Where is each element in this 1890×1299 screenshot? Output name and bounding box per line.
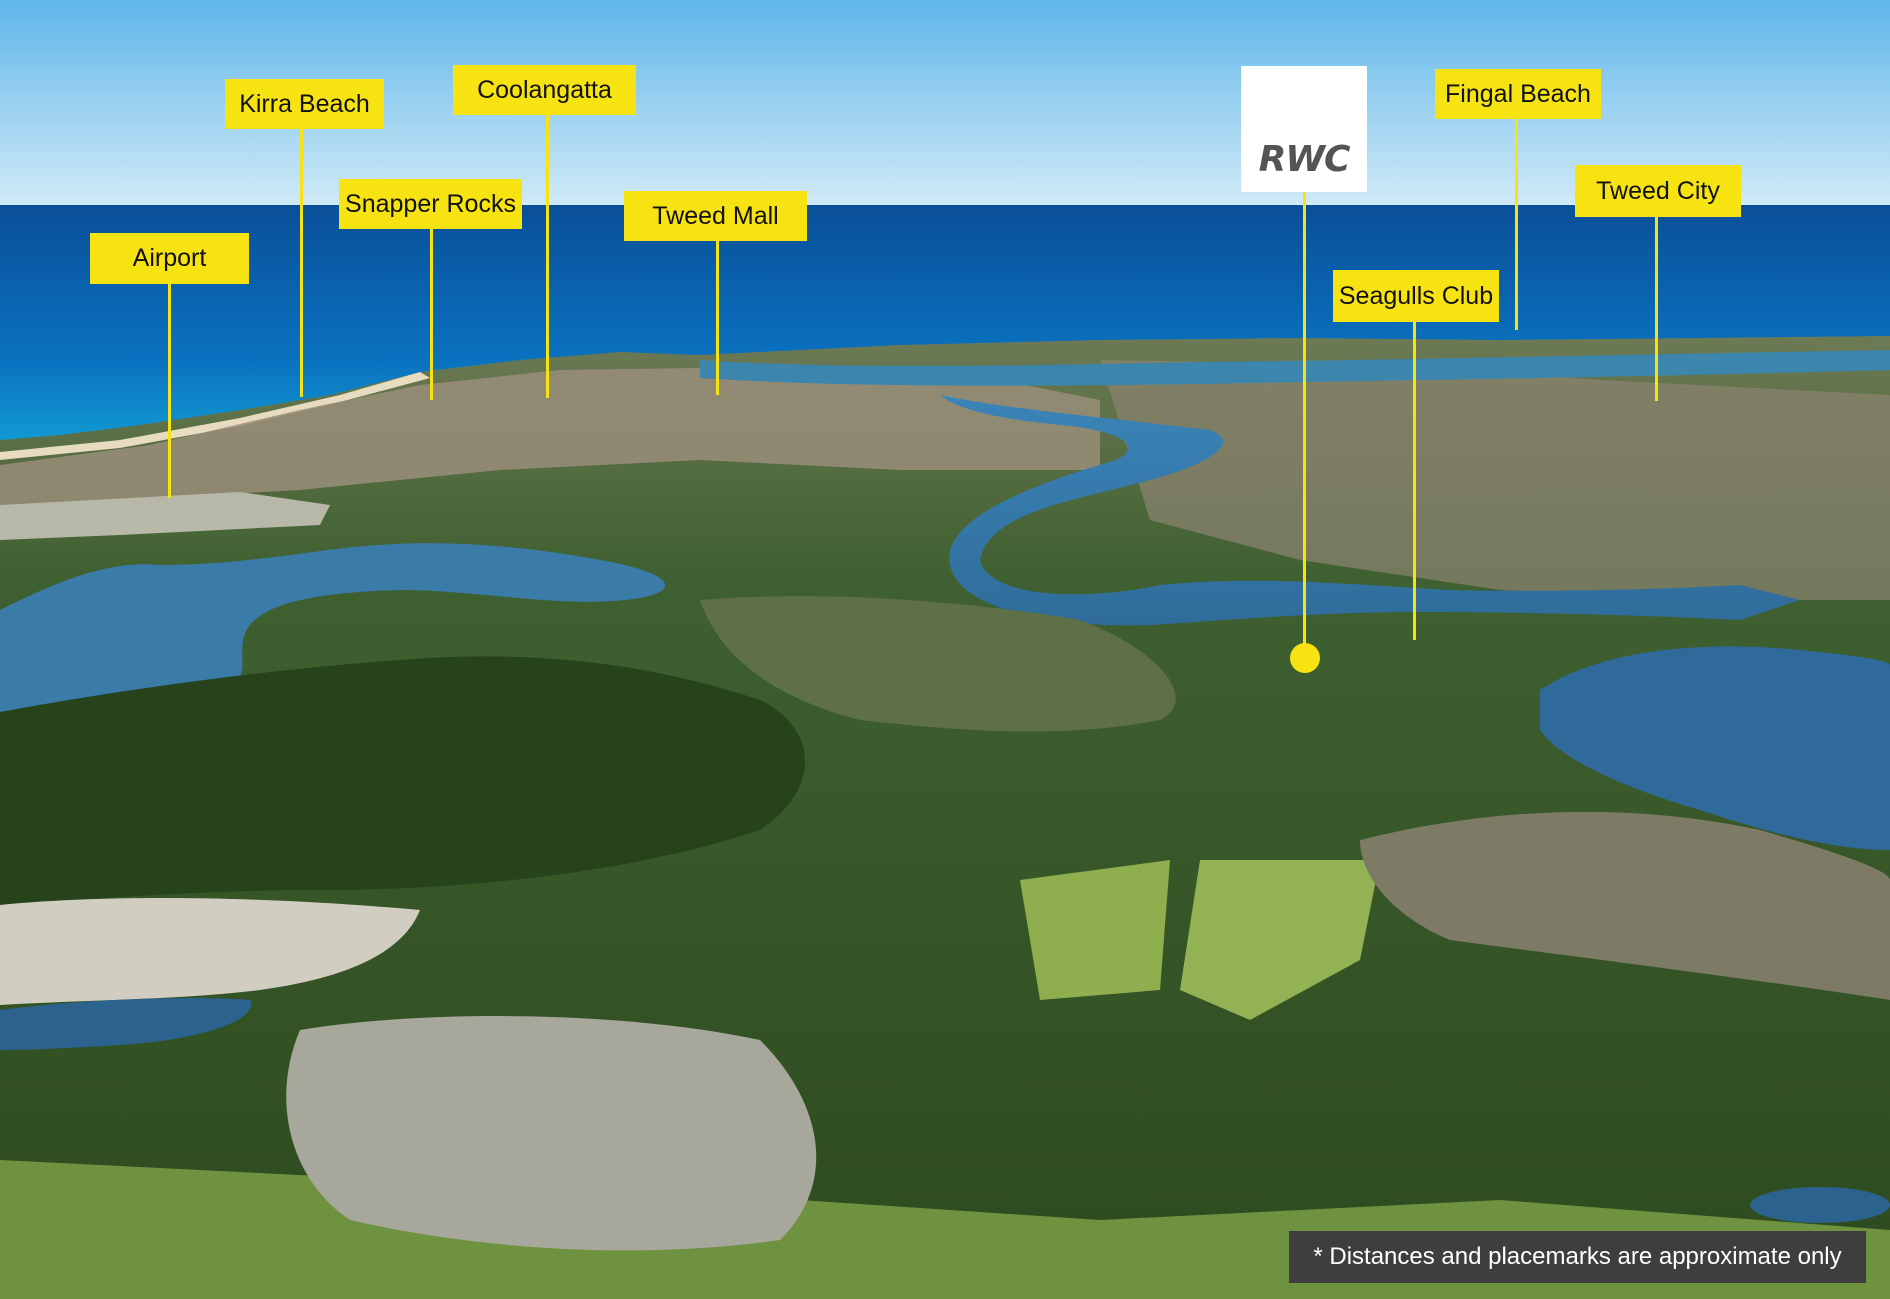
wetland xyxy=(286,1016,817,1251)
airport-leader xyxy=(168,283,171,498)
tweed-river xyxy=(940,395,1800,626)
tweed-city-label: Tweed City xyxy=(1575,165,1741,217)
coolangatta-label: Coolangatta xyxy=(453,65,636,115)
beach xyxy=(0,372,430,460)
tweed-city-leader xyxy=(1655,216,1658,401)
small-pond xyxy=(1750,1187,1890,1223)
rwc-logo-text: RWC xyxy=(1258,139,1351,180)
property-location-marker xyxy=(1290,643,1320,673)
forest xyxy=(0,656,805,905)
disclaimer-note: * Distances and placemarks are approxima… xyxy=(1289,1231,1866,1283)
coastal-suburbs xyxy=(0,368,1100,505)
fingal-beach-label: Fingal Beach xyxy=(1435,69,1601,119)
paddock xyxy=(1020,860,1170,1000)
tweed-mall-label: Tweed Mall xyxy=(624,191,807,241)
seagulls-club-label: Seagulls Club xyxy=(1333,270,1499,322)
left-lake xyxy=(0,998,252,1050)
snapper-rocks-label: Snapper Rocks xyxy=(339,179,522,229)
inland-suburbs xyxy=(1100,360,1890,600)
fingal-beach-leader xyxy=(1515,117,1518,330)
paddock xyxy=(1180,860,1380,1020)
middle-suburbs xyxy=(700,596,1176,732)
snapper-rocks-leader xyxy=(430,228,433,400)
airport-label: Airport xyxy=(90,233,249,284)
tweed-mall-leader xyxy=(716,240,719,395)
western-river xyxy=(0,543,666,712)
kirra-beach-label: Kirra Beach xyxy=(225,79,384,129)
coolangatta-leader xyxy=(546,114,549,398)
seagulls-club-leader xyxy=(1413,320,1416,640)
kirra-beach-leader xyxy=(300,127,303,397)
river-horizon xyxy=(700,350,1890,386)
rwc-marker-leader xyxy=(1303,192,1306,652)
retirement-village xyxy=(0,898,420,1005)
eastern-bay xyxy=(1540,646,1890,850)
right-suburb xyxy=(1360,811,1890,1000)
rwc-logo: RWC xyxy=(1241,66,1367,192)
airport-runway xyxy=(0,492,330,540)
